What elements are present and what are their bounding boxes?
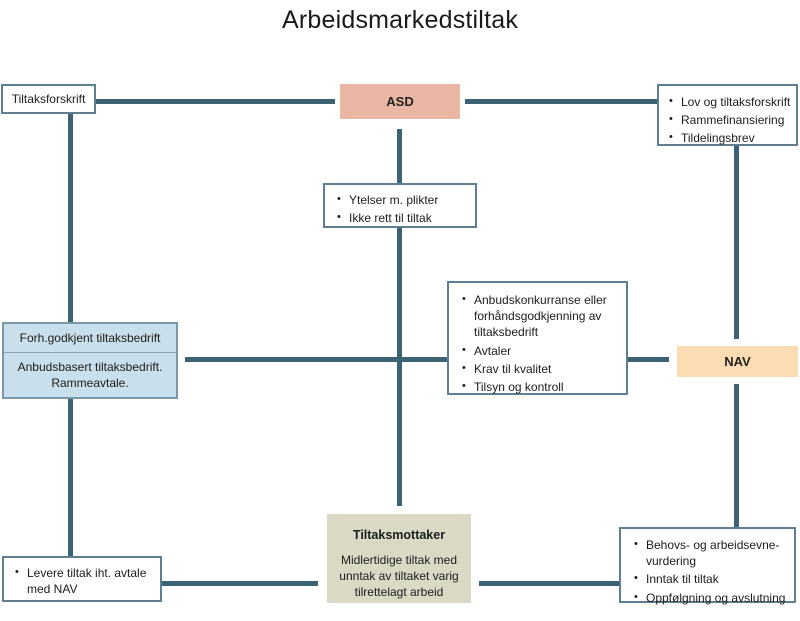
list-item: Lov og tiltaksforskrift (668, 94, 794, 110)
node-behovs: Behovs- og arbeidsevne-vurdering Inntak … (619, 527, 796, 606)
tiltaksmottaker-body: Midlertidige tiltak med unntak av tiltak… (339, 552, 459, 600)
node-tiltaksforskrift: Tiltaksforskrift (1, 84, 96, 114)
connector-tiltaksmottaker-behovs (479, 581, 619, 586)
list-item: Levere tiltak iht. avtale med NAV (14, 565, 158, 597)
list-item: Inntak til tiltak (633, 571, 792, 587)
node-tiltaksbedrift: Forh.godkjent tiltaksbedrift Anbudsbaser… (2, 322, 178, 399)
node-asd: ASD (340, 84, 460, 119)
list-item: Oppfølgning og avslutning (633, 590, 792, 606)
list-item: Tildelingsbrev (668, 130, 794, 146)
tiltaksmottaker-heading: Tiltaksmottaker (352, 528, 446, 542)
node-label: ASD (386, 93, 414, 109)
node-levere: Levere tiltak iht. avtale med NAV (2, 556, 162, 602)
tiltaksbedrift-bottom: Anbudsbasert tiltaksbedrift. Rammeavtale… (4, 353, 176, 397)
node-nav: NAV (677, 346, 798, 377)
tiltaksbedrift-bottom-line2: Rammeavtale. (51, 376, 129, 390)
node-label: Tiltaksforskrift (11, 91, 86, 106)
connector-tiltaksforskrift-asd (95, 99, 335, 104)
connector-nav-behovs (734, 384, 739, 527)
node-ytelser: Ytelser m. plikter Ikke rett til tiltak (323, 183, 477, 228)
connector-asd-lov (465, 99, 658, 104)
connector-anbud-nav (627, 357, 669, 362)
list-item: Ikke rett til tiltak (336, 210, 473, 226)
list-item: Behovs- og arbeidsevne-vurdering (633, 537, 792, 569)
node-label: NAV (724, 353, 751, 369)
list-item: Anbudskonkurranse eller forhåndsgodkjenn… (461, 292, 622, 341)
diagram-title: Arbeidsmarkedstiltak (281, 6, 519, 34)
connector-tiltaksforskrift-bedrift (68, 113, 73, 322)
connector-bedrift-levere (68, 399, 73, 556)
connector-levere-tiltaksmottaker (162, 581, 318, 586)
list-item: Ytelser m. plikter (336, 192, 473, 208)
list-item: Tilsyn og kontroll (461, 379, 622, 395)
node-anbud: Anbudskonkurranse eller forhåndsgodkjenn… (447, 281, 628, 395)
list-item: Krav til kvalitet (461, 361, 622, 377)
node-tiltaksmottaker: Tiltaksmottaker Midlertidige tiltak med … (327, 514, 471, 603)
tiltaksbedrift-bottom-line1: Anbudsbasert tiltaksbedrift. (17, 359, 163, 374)
connector-asd-tiltaksmottaker (397, 129, 402, 506)
tiltaksbedrift-top: Forh.godkjent tiltaksbedrift (4, 324, 176, 353)
connector-lov-nav (734, 145, 739, 339)
connector-bedrift-anbud (185, 357, 448, 362)
node-lov-ramme: Lov og tiltaksforskrift Rammefinansierin… (657, 84, 798, 146)
list-item: Rammefinansiering (668, 112, 794, 128)
list-item: Avtaler (461, 343, 622, 359)
